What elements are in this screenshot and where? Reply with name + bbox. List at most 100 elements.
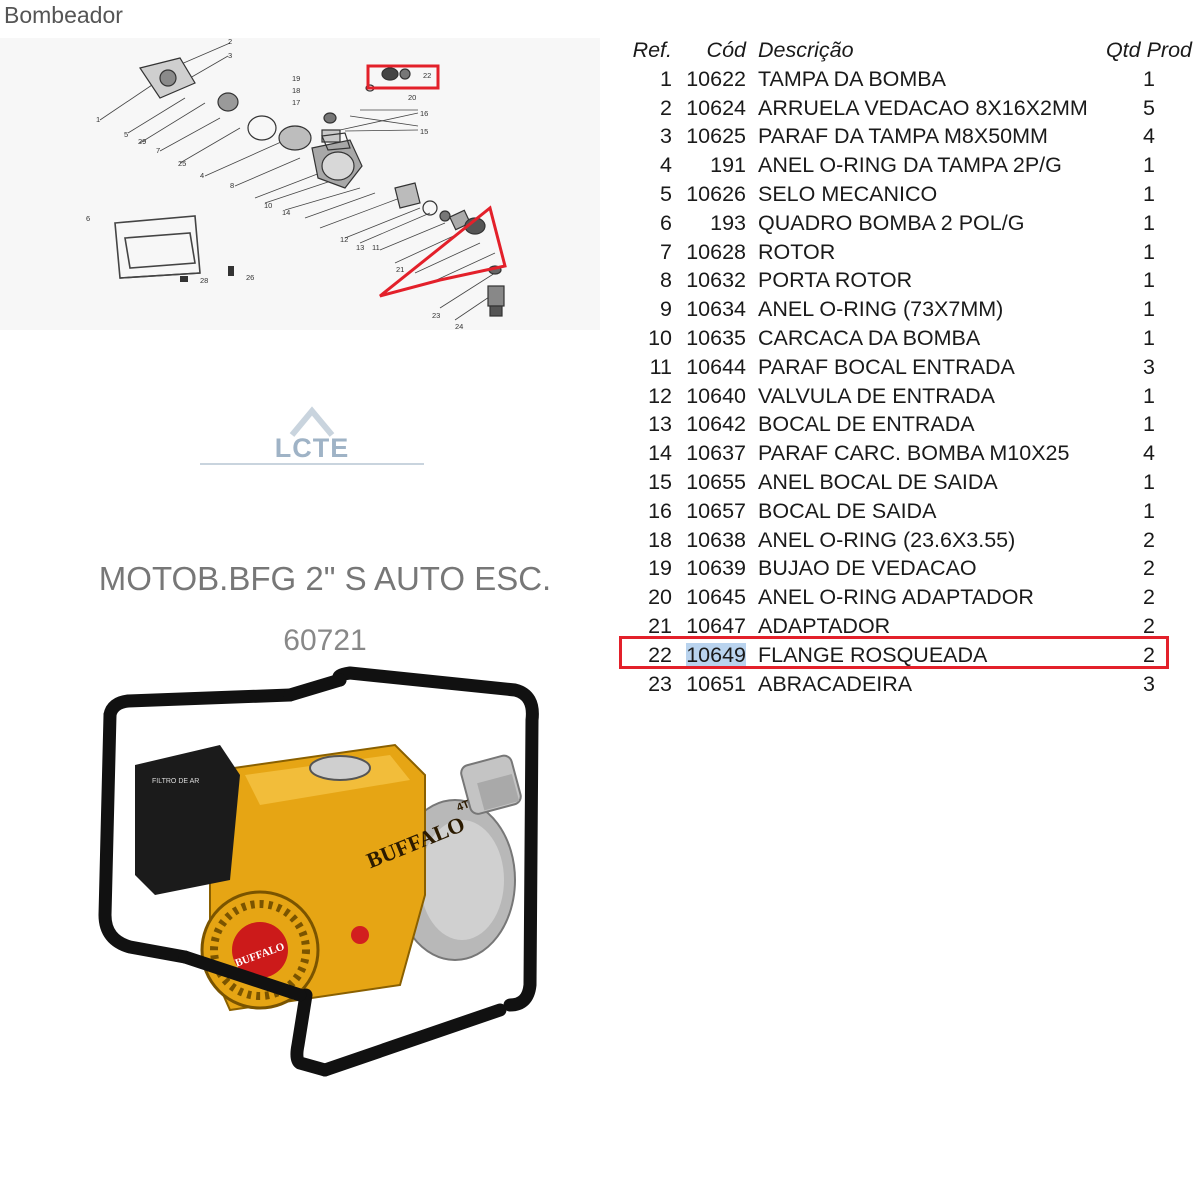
cell-cod: 10645	[686, 585, 746, 610]
cell-qty: 5	[1143, 95, 1155, 120]
cell-qty: 3	[1143, 671, 1155, 696]
cell-cod: 10624	[686, 95, 746, 120]
cell-ref: 10	[648, 326, 672, 351]
cell-qty: 2	[1143, 556, 1155, 581]
cell-cod: 10634	[686, 297, 746, 322]
cell-cod: 10638	[686, 527, 746, 552]
cell-cod: 10626	[686, 182, 746, 207]
callout-22: 22	[423, 71, 431, 80]
selected-code: 10649	[686, 642, 746, 667]
header-cod: Cód	[706, 38, 746, 62]
callout-14: 14	[282, 208, 290, 217]
callout-23: 23	[432, 311, 440, 320]
filter-label: FILTRO DE AR	[152, 778, 199, 785]
cell-ref: 22	[648, 642, 672, 667]
section-title: Bombeador	[4, 2, 123, 28]
header-ref: Ref.	[632, 38, 672, 62]
cell-ref: 19	[648, 556, 672, 581]
cell-desc: ANEL BOCAL DE SAIDA	[758, 470, 998, 495]
cell-qty: 2	[1143, 642, 1155, 667]
cell-cod: 10625	[686, 124, 746, 149]
highlight-row-box	[619, 636, 1169, 669]
callout-19: 19	[292, 74, 300, 83]
cell-desc: PARAF BOCAL ENTRADA	[758, 354, 1015, 379]
engine-brand-badge: 4T	[455, 798, 472, 814]
cell-desc: FLANGE ROSQUEADA	[758, 642, 988, 667]
cell-ref: 21	[648, 614, 672, 639]
cell-cod: 10635	[686, 326, 746, 351]
logo-text: LCTE	[274, 433, 350, 463]
table-row: 22 10649 FLANGE ROSQUEADA 2	[612, 641, 1196, 670]
cell-desc: ARRUELA VEDACAO 8X16X2MM	[758, 95, 1088, 120]
cell-qty: 2	[1143, 527, 1155, 552]
cell-qty: 1	[1143, 412, 1155, 437]
cell-qty: 1	[1143, 297, 1155, 322]
cell-cod: 10649	[684, 641, 746, 670]
cell-desc: ANEL O-RING (73X7MM)	[758, 297, 1004, 322]
cell-qty: 1	[1143, 66, 1155, 91]
cell-cod: 10642	[686, 412, 746, 437]
callout-29: 29	[138, 137, 146, 146]
callout-16: 16	[420, 109, 428, 118]
callout-17: 17	[292, 98, 300, 107]
cell-cod: 191	[710, 153, 746, 178]
cell-qty: 1	[1143, 239, 1155, 264]
callout-6: 6	[86, 214, 90, 223]
cell-qty: 1	[1143, 182, 1155, 207]
cell-qty: 1	[1143, 470, 1155, 495]
callout-5: 5	[124, 130, 128, 139]
callout-1: 1	[96, 115, 100, 124]
cell-ref: 13	[648, 412, 672, 437]
callout-4: 4	[200, 171, 204, 180]
callout-11: 11	[372, 243, 380, 252]
exploded-parts-diagram: 1 2 3 4 5 6 7 8 10 11 12 13 14 15 16 17 …	[0, 38, 600, 330]
cell-ref: 7	[660, 239, 672, 264]
cell-cod: 10637	[686, 441, 746, 466]
cell-desc: QUADRO BOMBA 2 POL/G	[758, 210, 1025, 235]
callout-28: 28	[200, 276, 208, 285]
cell-desc: PORTA ROTOR	[758, 268, 913, 293]
cell-cod: 10651	[686, 671, 746, 696]
cell-desc: BOCAL DE ENTRADA	[758, 412, 975, 437]
callout-26: 26	[246, 273, 254, 282]
cell-desc: PARAF DA TAMPA M8X50MM	[758, 124, 1048, 149]
table-header-row: Ref. Cód Descrição Qtd Prod	[612, 36, 1196, 65]
cell-qty: 1	[1143, 153, 1155, 178]
callout-2: 2	[228, 38, 232, 46]
callout-25: 25	[178, 159, 186, 168]
cell-desc: ANEL O-RING (23.6X3.55)	[758, 527, 1016, 552]
callout-10: 10	[264, 201, 272, 210]
cell-ref: 1	[660, 66, 672, 91]
cell-cod: 10655	[686, 470, 746, 495]
cell-qty: 2	[1143, 614, 1155, 639]
cell-qty: 4	[1143, 124, 1155, 149]
cell-desc: ANEL O-RING DA TAMPA 2P/G	[758, 153, 1062, 178]
cell-ref: 12	[648, 383, 672, 408]
callout-24: 24	[455, 322, 463, 330]
cell-qty: 1	[1143, 210, 1155, 235]
cell-qty: 1	[1143, 268, 1155, 293]
cell-cod: 193	[710, 210, 746, 235]
cell-qty: 4	[1143, 441, 1155, 466]
cell-cod: 10622	[686, 66, 746, 91]
cell-cod: 10632	[686, 268, 746, 293]
model-code: 60721	[283, 624, 367, 657]
callout-12: 12	[340, 235, 348, 244]
header-qty: Qtd Prod	[1105, 38, 1192, 62]
header-desc: Descrição	[758, 38, 854, 62]
callout-18: 18	[292, 86, 300, 95]
